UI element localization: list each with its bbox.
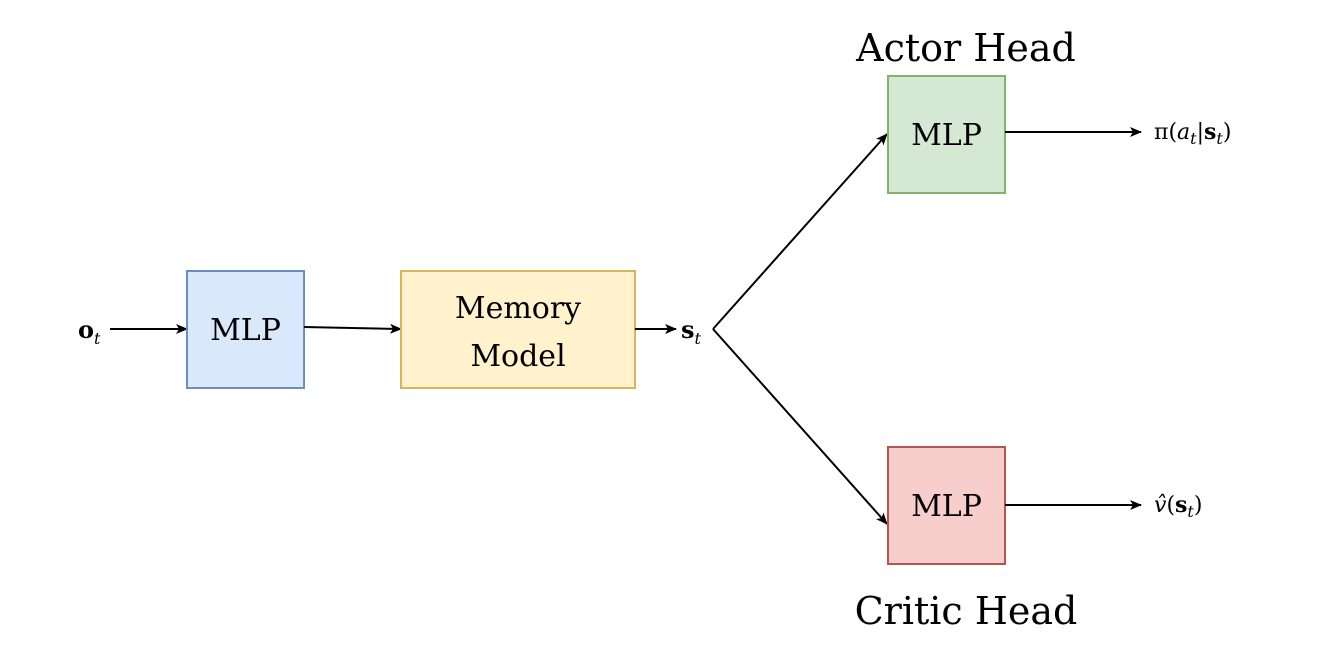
state-symbol: s bbox=[681, 315, 695, 344]
policy-action-subscript: t bbox=[1190, 129, 1197, 148]
memory-model-box bbox=[400, 270, 636, 389]
value-open: ( bbox=[1166, 493, 1175, 518]
state-subscript: t bbox=[695, 329, 702, 348]
policy-action: a bbox=[1177, 120, 1190, 145]
policy-prefix: π( bbox=[1154, 120, 1177, 145]
critic-mlp-label: MLP bbox=[911, 489, 982, 524]
policy-output-label: π(at|st) bbox=[1154, 119, 1231, 148]
actor-head-title: Actor Head bbox=[855, 26, 1076, 70]
policy-separator: | bbox=[1197, 120, 1204, 145]
policy-state-subscript: t bbox=[1216, 129, 1223, 148]
value-hat: v̂ bbox=[1154, 493, 1167, 518]
observation-subscript: t bbox=[94, 329, 101, 348]
value-output-label: v̂(st) bbox=[1154, 492, 1202, 521]
input-mlp-box bbox=[186, 270, 305, 389]
observation-label: ot bbox=[78, 315, 101, 348]
policy-suffix: ) bbox=[1223, 120, 1232, 145]
arrow-state-to-critic bbox=[712, 328, 888, 525]
value-state: s bbox=[1175, 492, 1187, 518]
critic-mlp-block: MLP bbox=[887, 446, 1006, 565]
input-mlp-block: MLP bbox=[186, 270, 305, 389]
state-label: st bbox=[681, 315, 702, 348]
critic-head-title: Critic Head bbox=[855, 589, 1078, 633]
input-mlp-label: MLP bbox=[210, 313, 281, 348]
policy-state: s bbox=[1204, 119, 1216, 145]
memory-model-label-line1: Memory bbox=[455, 291, 581, 326]
memory-model-block: Memory Model bbox=[400, 270, 636, 389]
memory-model-label-line2: Model bbox=[470, 339, 565, 374]
arrow-state-to-actor bbox=[712, 133, 888, 330]
actor-mlp-box bbox=[887, 75, 1006, 194]
arrow-mlp-to-memory bbox=[303, 323, 402, 334]
actor-mlp-block: MLP bbox=[887, 75, 1006, 194]
observation-symbol: o bbox=[78, 315, 94, 344]
value-state-subscript: t bbox=[1187, 502, 1194, 521]
value-close: ) bbox=[1194, 493, 1203, 518]
actor-mlp-label: MLP bbox=[911, 118, 982, 153]
